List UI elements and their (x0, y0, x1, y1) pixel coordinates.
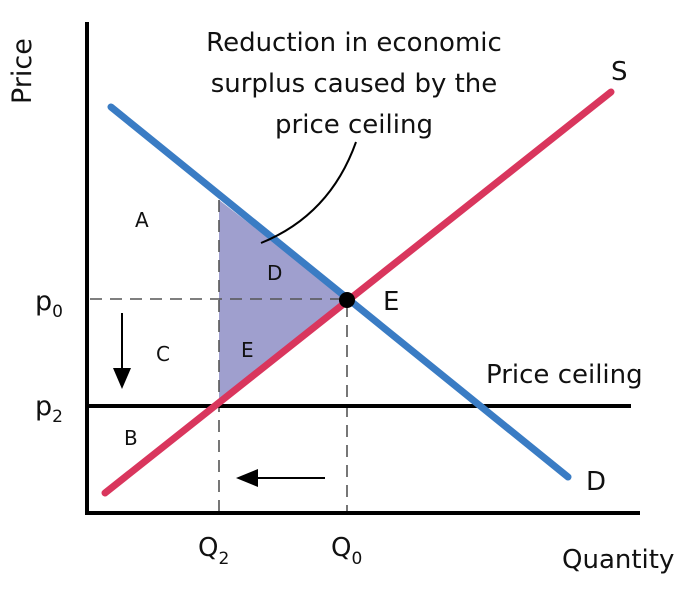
supply-label: S (611, 57, 628, 87)
equilibrium-label: E (383, 287, 399, 317)
region-e-label: E (241, 338, 254, 362)
region-b-label: B (124, 426, 138, 450)
p2-tick-label: p2 (35, 391, 63, 427)
annotation-line-1: Reduction in economic (206, 28, 502, 58)
quantity-decrease-arrow (236, 469, 325, 487)
annotation-line-2: surplus caused by the (211, 69, 498, 99)
annotation-pointer (260, 141, 357, 244)
supply-curve (101, 88, 615, 497)
q0-tick-label: Q0 (331, 533, 362, 569)
price-decrease-arrow (113, 313, 131, 389)
q2-tick-label: Q2 (198, 533, 229, 569)
annotation-line-3: price ceiling (275, 110, 433, 140)
y-axis-label: Price (7, 38, 38, 104)
region-d-label: D (267, 261, 282, 285)
demand-label: D (586, 467, 606, 497)
x-axis-label: Quantity (562, 545, 674, 575)
region-a-label: A (135, 208, 149, 232)
equilibrium-point (339, 292, 355, 308)
demand-curve (107, 103, 572, 481)
price-ceiling-label: Price ceiling (486, 360, 643, 390)
deadweight-loss-region (219, 200, 347, 404)
p0-tick-label: p0 (35, 286, 63, 322)
region-c-label: C (156, 342, 170, 366)
